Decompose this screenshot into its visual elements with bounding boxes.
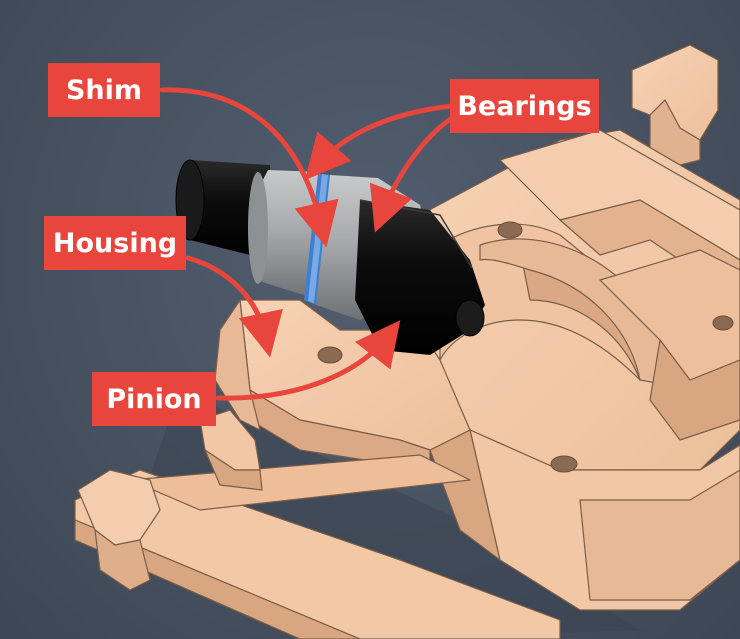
callout-arrows: [159, 87, 455, 401]
pinion-cone: [355, 199, 485, 355]
bearings-label: Bearings: [450, 79, 599, 133]
pinion-label: Pinion: [92, 372, 216, 426]
pinion-label-text: Pinion: [106, 383, 202, 415]
mounting-holes: [317, 221, 734, 473]
bearings-label-text: Bearings: [457, 90, 592, 122]
pinion-arrow: [215, 320, 401, 401]
housing-label: Housing: [44, 216, 186, 270]
housing-arrow: [185, 255, 283, 358]
shim-arrow: [159, 87, 339, 248]
bearings-arrow-right: [369, 115, 455, 233]
shim-label-text: Shim: [65, 74, 143, 106]
bearings-arrow-left: [304, 103, 455, 181]
housing-label-text: Housing: [52, 227, 178, 259]
shim-label: Shim: [48, 63, 160, 117]
